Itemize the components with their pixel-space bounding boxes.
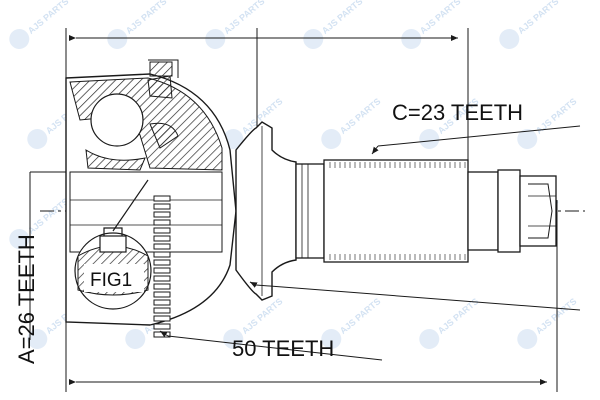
watermark-logo: AJS PARTS <box>401 0 463 49</box>
abs-tooth <box>153 291 171 298</box>
abs-tooth <box>153 235 171 242</box>
abs-tooth <box>153 299 171 306</box>
watermark-logo: AJS PARTS <box>517 296 579 349</box>
abs-tooth <box>153 315 171 322</box>
watermark-logo: AJS PARTS <box>321 96 383 149</box>
svg-text:AJS PARTS: AJS PARTS <box>320 0 365 36</box>
svg-text:AJS PARTS: AJS PARTS <box>418 0 463 36</box>
svg-text:AJS PARTS: AJS PARTS <box>222 0 267 36</box>
watermark-logo: AJS PARTS <box>107 0 169 49</box>
abs-tooth <box>153 307 171 314</box>
abs-tooth <box>153 243 171 250</box>
svg-text:AJS PARTS: AJS PARTS <box>534 296 579 336</box>
abs-tooth <box>153 219 171 226</box>
fig1-detail <box>74 179 152 310</box>
svg-text:AJS PARTS: AJS PARTS <box>26 196 71 236</box>
svg-text:AJS PARTS: AJS PARTS <box>124 0 169 36</box>
abs-tooth <box>153 259 171 266</box>
c-teeth-label: C=23 TEETH <box>392 100 523 125</box>
svg-text:AJS PARTS: AJS PARTS <box>26 0 71 36</box>
watermark-logo: AJS PARTS <box>517 96 579 149</box>
housing-neck <box>235 121 297 301</box>
svg-text:AJS PARTS: AJS PARTS <box>338 96 383 136</box>
svg-text:AJS PARTS: AJS PARTS <box>338 296 383 336</box>
watermark-logo: AJS PARTS <box>419 296 481 349</box>
abs-teeth-label: 50 TEETH <box>232 336 334 361</box>
watermark-logo: AJS PARTS <box>303 0 365 49</box>
abs-tooth <box>153 251 171 258</box>
fig1-label: FIG1 <box>90 270 132 291</box>
stub-shaft <box>295 159 557 263</box>
abs-tooth <box>153 275 171 282</box>
abs-tooth <box>153 203 171 210</box>
shaft-splines <box>329 162 466 260</box>
ball-cage <box>85 93 179 171</box>
abs-tooth <box>153 211 171 218</box>
watermark-logo: AJS PARTS <box>499 0 561 49</box>
abs-tooth <box>153 323 171 330</box>
abs-tooth <box>153 227 171 234</box>
a-teeth-label: A=26 TEETH <box>14 234 39 364</box>
watermark-logo: AJS PARTS <box>205 0 267 49</box>
leader-lines <box>159 125 581 361</box>
svg-text:AJS PARTS: AJS PARTS <box>240 296 285 336</box>
abs-tooth <box>153 283 171 290</box>
abs-tooth <box>153 195 171 202</box>
watermark-logo: AJS PARTS <box>9 0 71 49</box>
svg-text:AJS PARTS: AJS PARTS <box>516 0 561 36</box>
abs-tooth <box>153 267 171 274</box>
